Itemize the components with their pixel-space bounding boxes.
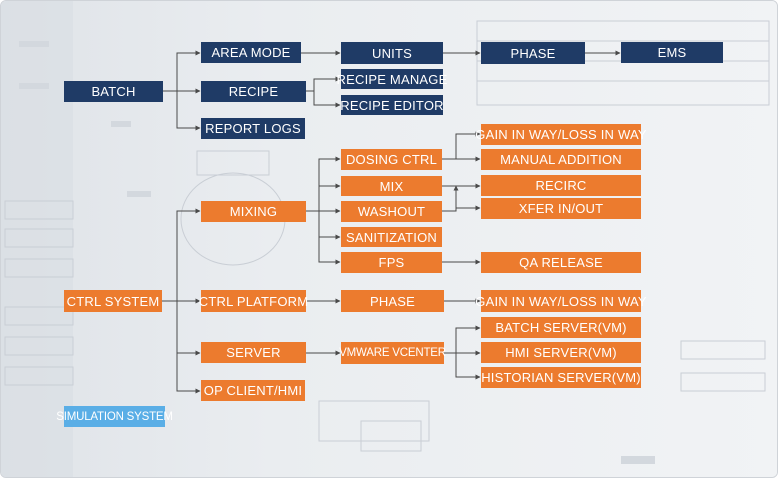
node-ems: EMS [621,42,723,63]
node-mixing: MIXING [201,201,306,222]
node-batch: BATCH [64,81,163,102]
node-sanitization: SANITIZATION [341,227,442,247]
node-fps: FPS [341,252,442,273]
node-gain-in-way-platform: GAIN IN WAY/LOSS IN WAY [475,290,647,312]
node-recipe-manage: RECIPE MANAGE [337,69,447,89]
node-report-logs: REPORT LOGS [201,118,305,139]
node-recipe-editor: RECIPE EDITOR [340,95,444,115]
node-simulation-system: SIMULATION SYSTEM [56,406,173,427]
node-dosing-ctrl: DOSING CTRL [341,149,442,170]
node-server: SERVER [201,342,306,363]
node-historian-server-vm: HISTORIAN SERVER(VM) [481,367,641,388]
node-ctrl-platform: CTRL PLATFORM [199,290,308,312]
node-op-client-hmi: OP CLIENT/HMI [201,380,305,401]
node-qa-release: QA RELEASE [481,252,641,273]
node-phase-batch: PHASE [481,42,585,64]
node-hmi-server-vm: HMI SERVER(VM) [481,342,641,363]
node-recirc: RECIRC [481,175,641,196]
node-batch-server-vm: BATCH SERVER(VM) [481,317,641,338]
node-washout: WASHOUT [341,201,442,222]
node-xfer-in-out: XFER IN/OUT [481,198,641,219]
node-vmware-vcenter: VMWARE VCENTER [339,342,446,364]
node-manual-addition: MANUAL ADDITION [481,149,641,170]
node-mix: MIX [341,176,442,196]
node-recipe: RECIPE [201,81,306,102]
node-phase-platform: PHASE [341,290,444,312]
node-units: UNITS [341,42,443,64]
node-gain-in-way-dosing: GAIN IN WAY/LOSS IN WAY [475,124,647,145]
node-area-mode: AREA MODE [201,42,301,63]
node-ctrl-system: CTRL SYSTEM [64,290,162,312]
